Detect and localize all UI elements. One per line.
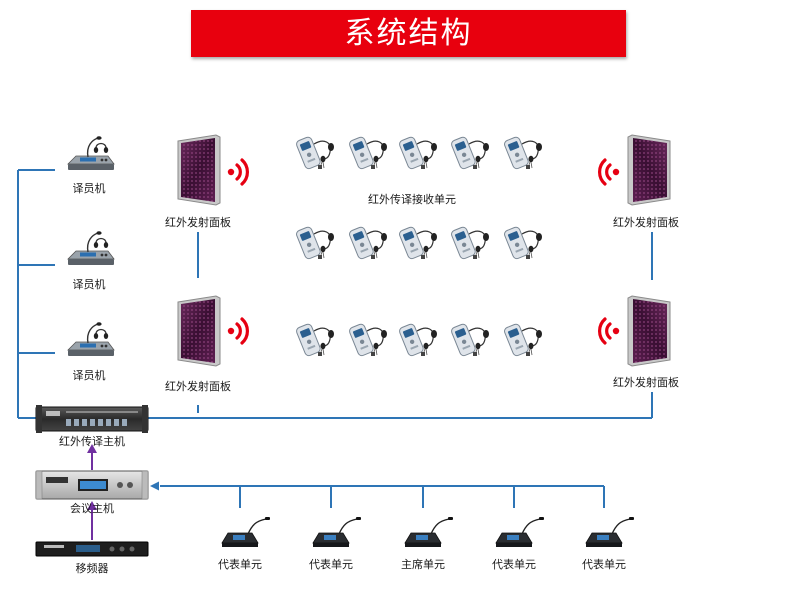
ir-receiver-headphone-icon xyxy=(294,135,335,171)
interpreter-label: 译员机 xyxy=(72,182,106,195)
ir-receiver-headphone-icon xyxy=(347,322,388,358)
gooseneck-microphone-icon xyxy=(585,516,635,548)
interpreter-console-icon xyxy=(67,230,115,266)
delegate-unit-label: 代表单元 xyxy=(309,558,353,571)
bus-arrow-icon xyxy=(150,481,159,491)
interpreter-console-icon xyxy=(67,135,115,171)
ir-receiver-headphone-icon xyxy=(502,135,543,171)
receiver-unit-label: 红外传译接收单元 xyxy=(368,193,456,206)
ir-panel-label: 红外发射面板 xyxy=(613,376,679,389)
ir-receiver-headphone-icon xyxy=(397,135,438,171)
ir-receiver-headphone-icon xyxy=(294,322,335,358)
ir-host-rack-icon xyxy=(35,405,149,433)
ir-receiver-headphone-icon xyxy=(294,225,335,261)
receiver-grid xyxy=(294,135,543,358)
ir-radiator-panel-icon xyxy=(627,134,671,206)
ir-receiver-headphone-icon xyxy=(502,322,543,358)
interpreter-label: 译员机 xyxy=(72,278,106,291)
ir-receiver-headphone-icon xyxy=(449,135,490,171)
signal-icon xyxy=(597,317,621,345)
ir-receiver-headphone-icon xyxy=(347,135,388,171)
ir-panel-label: 红外发射面板 xyxy=(165,380,231,393)
signal-icon xyxy=(597,158,621,186)
gooseneck-microphone-icon xyxy=(404,516,454,548)
arrow-up-icon xyxy=(87,501,97,510)
interpreter-label: 译员机 xyxy=(72,369,106,382)
ir-receiver-headphone-icon xyxy=(449,322,490,358)
ir-panel-label: 红外发射面板 xyxy=(613,216,679,229)
ir-host-label: 红外传译主机 xyxy=(59,435,125,448)
ir-receiver-headphone-icon xyxy=(397,322,438,358)
delegate-unit-label: 代表单元 xyxy=(582,558,626,571)
delegate-unit-label: 代表单元 xyxy=(218,558,262,571)
ir-radiator-panel-icon xyxy=(627,295,671,367)
ir-radiator-panel-icon xyxy=(177,295,221,367)
frequency-shifter-rack-icon xyxy=(35,541,149,557)
interpreter-console-icon xyxy=(67,321,115,357)
signal-icon xyxy=(226,158,250,186)
delegate-unit-label: 代表单元 xyxy=(492,558,536,571)
ir-receiver-headphone-icon xyxy=(502,225,543,261)
conference-host-label: 会议主机 xyxy=(70,502,114,515)
gooseneck-microphone-icon xyxy=(495,516,545,548)
arrow-up-icon xyxy=(87,444,97,453)
ir-panel-label: 红外发射面板 xyxy=(165,216,231,229)
frequency-shifter-label: 移频器 xyxy=(75,562,109,575)
gooseneck-microphone-icon xyxy=(312,516,362,548)
ir-receiver-headphone-icon xyxy=(397,225,438,261)
ir-receiver-headphone-icon xyxy=(347,225,388,261)
chairman-unit-label: 主席单元 xyxy=(401,558,445,571)
ir-receiver-headphone-icon xyxy=(449,225,490,261)
connection-lines xyxy=(17,169,653,508)
ir-radiator-panel-icon xyxy=(177,134,221,206)
page-title: 系统结构 xyxy=(191,10,626,57)
gooseneck-microphone-icon xyxy=(221,516,271,548)
signal-icon xyxy=(226,317,250,345)
conference-host-rack-icon xyxy=(35,470,149,500)
